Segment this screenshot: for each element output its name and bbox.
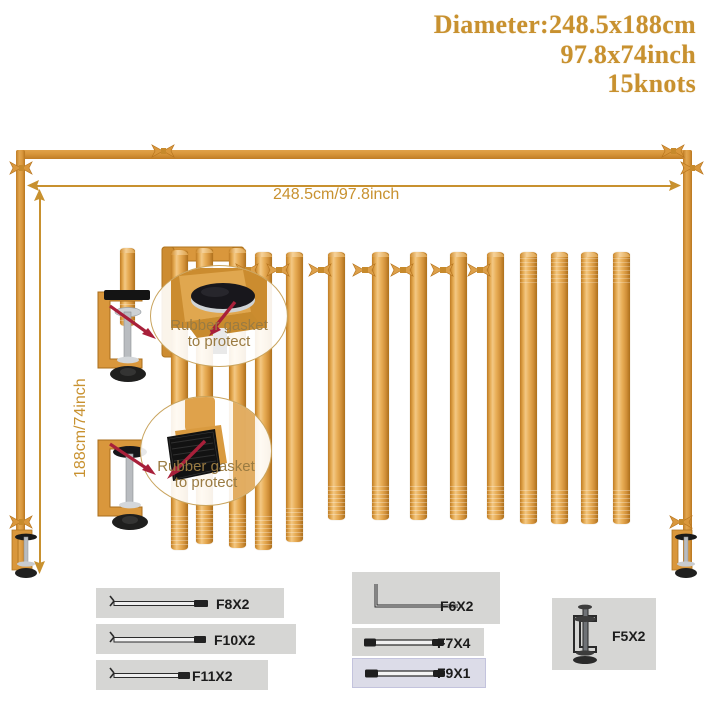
pole-thread bbox=[520, 490, 537, 520]
wing-nut-icon bbox=[9, 515, 33, 529]
spec-line-knots: 15knots bbox=[607, 69, 696, 99]
c-clamp-icon bbox=[573, 604, 597, 664]
pole-10 bbox=[450, 252, 467, 520]
height-arrow-down-icon bbox=[34, 561, 45, 574]
pole-13 bbox=[551, 252, 568, 524]
callout-rubber-gasket-bottom: Rubber gasket to protect bbox=[140, 396, 272, 506]
pole-thread-top bbox=[551, 258, 568, 284]
pole-11 bbox=[487, 252, 504, 520]
pole-thread-top bbox=[613, 258, 630, 284]
pole-thread bbox=[487, 486, 504, 516]
long-rod-icon bbox=[109, 631, 206, 643]
wing-nut-icon bbox=[390, 263, 414, 277]
part-label-f6: F6X2 bbox=[440, 598, 474, 614]
callout-leader-arrow-bottom bbox=[109, 442, 156, 475]
frame-clamp-left bbox=[11, 529, 37, 578]
spec-line-diameter: Diameter:248.5x188cm bbox=[433, 10, 696, 39]
long-rod-icon bbox=[109, 667, 190, 679]
part-panel-f9 bbox=[352, 658, 486, 688]
wing-nut-icon bbox=[680, 161, 704, 175]
part-panel-f10 bbox=[96, 624, 296, 654]
part-label-f5: F5X2 bbox=[612, 628, 646, 644]
wing-nut-icon bbox=[430, 263, 454, 277]
pole-14 bbox=[581, 252, 598, 524]
pole-thread-top bbox=[520, 258, 537, 284]
part-label-f8: F8X2 bbox=[216, 596, 250, 612]
callout-leader-arrow-top bbox=[109, 304, 156, 339]
spec-line-inch: 97.8x74inch bbox=[560, 39, 696, 69]
pole-thread bbox=[372, 486, 389, 516]
wing-nut-icon bbox=[151, 144, 175, 158]
pole-7 bbox=[328, 252, 345, 520]
wing-nut-icon bbox=[266, 263, 290, 277]
width-dimension-label: 248.5cm/97.8inch bbox=[273, 186, 400, 203]
wing-nut-icon bbox=[352, 263, 376, 277]
pole-6 bbox=[286, 252, 303, 542]
pole-thread-top bbox=[581, 258, 598, 284]
part-panel-f5 bbox=[552, 598, 656, 670]
pole-thread bbox=[450, 486, 467, 516]
frame-top-rail bbox=[16, 150, 692, 159]
wing-nut-icon bbox=[661, 144, 685, 158]
pole-8 bbox=[372, 252, 389, 520]
pole-thread bbox=[171, 516, 188, 546]
part-panel-f7 bbox=[352, 628, 484, 656]
wing-nut-icon bbox=[467, 263, 491, 277]
short-rod-icon bbox=[364, 638, 444, 647]
wing-nut-icon bbox=[9, 161, 33, 175]
pole-15 bbox=[613, 252, 630, 524]
allen-key-icon bbox=[374, 584, 458, 608]
pole-thread bbox=[410, 486, 427, 516]
short-rod-icon bbox=[365, 669, 445, 678]
part-label-f9: F9X1 bbox=[437, 665, 471, 681]
callout-text-bottom: Rubber gasket to protect bbox=[157, 458, 255, 491]
part-panel-f8 bbox=[96, 588, 284, 618]
width-arrow-left-icon bbox=[27, 180, 39, 191]
part-panel-f6 bbox=[352, 572, 500, 624]
frame-left-leg bbox=[16, 150, 25, 570]
part-label-f11: F11X2 bbox=[192, 668, 233, 684]
pole-thread bbox=[196, 510, 213, 540]
pole-thread bbox=[328, 486, 345, 516]
pole-thread bbox=[551, 490, 568, 520]
spec-header: Diameter:248.5x188cm 97.8x74inch 15knots bbox=[434, 10, 696, 99]
pole-thread bbox=[229, 514, 246, 544]
c-clamp-lower bbox=[97, 439, 148, 530]
width-dimension-line bbox=[34, 185, 674, 187]
width-arrow-right-icon bbox=[669, 180, 681, 191]
pole-thread bbox=[286, 508, 303, 538]
callout-rubber-gasket-top: Rubber gasket to protect bbox=[150, 265, 288, 367]
pole-thread bbox=[613, 490, 630, 520]
callout-text-top: Rubber gasket to protect bbox=[170, 317, 268, 350]
part-panel-f11 bbox=[96, 660, 268, 690]
long-rod-icon bbox=[109, 595, 208, 607]
height-arrow-up-icon bbox=[34, 189, 45, 201]
height-dimension-line bbox=[39, 196, 41, 568]
frame-clamp-right bbox=[671, 529, 697, 578]
wing-nut-icon bbox=[669, 515, 693, 529]
pole-thread bbox=[581, 490, 598, 520]
pole-thread bbox=[255, 516, 272, 546]
frame-right-leg bbox=[683, 150, 692, 570]
pole-9 bbox=[410, 252, 427, 520]
part-label-f7: F7X4 bbox=[437, 635, 471, 651]
pole-12 bbox=[520, 252, 537, 524]
part-label-f10: F10X2 bbox=[214, 632, 256, 648]
wing-nut-icon bbox=[308, 263, 332, 277]
